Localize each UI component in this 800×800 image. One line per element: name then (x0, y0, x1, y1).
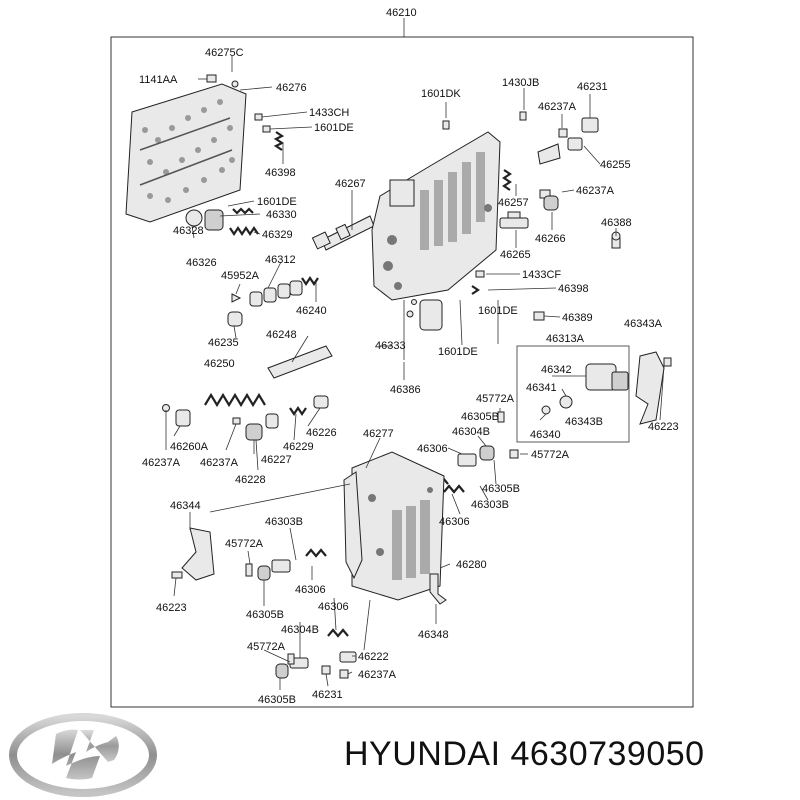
callout-46226: 46226 (306, 427, 337, 439)
callout-46237A-2: 46237A (576, 185, 615, 197)
callout-46237A-4: 46237A (200, 457, 239, 469)
callout-46223-right: 46223 (648, 421, 679, 433)
callout-46237A-5: 46237A (358, 669, 397, 681)
subassembly-46313A-frame (516, 345, 630, 443)
callout-46342: 46342 (541, 364, 572, 376)
callout-46227: 46227 (261, 454, 292, 466)
callout-46267: 46267 (335, 178, 366, 190)
callout-46305B-4: 46305B (258, 694, 296, 706)
callout-46313A: 46313A (546, 333, 585, 345)
solenoid-46313A (541, 363, 629, 415)
callout-45772A-2: 45772A (531, 449, 570, 461)
callout-1430JB: 1430JB (502, 77, 539, 89)
callout-46348: 46348 (418, 629, 449, 641)
brand-part-caption: HYUNDAI 4630739050 (344, 735, 705, 773)
callout-46257: 46257 (498, 197, 529, 209)
callout-1141AA: 1141AA (139, 74, 178, 86)
bolt-1141AA (206, 74, 217, 83)
callout-46343B: 46343B (565, 416, 603, 428)
lower-valve-body (351, 451, 445, 601)
callout-46388: 46388 (601, 217, 632, 229)
callout-45952A: 45952A (221, 270, 260, 282)
callout-45772A-4: 45772A (247, 641, 286, 653)
callout-46306-3: 46306 (295, 584, 326, 596)
callout-46326: 46326 (186, 257, 217, 269)
callout-46305B-2: 46305B (482, 483, 520, 495)
callout-1601DE-3: 1601DE (478, 305, 518, 317)
callout-46277: 46277 (363, 428, 394, 440)
callout-46305B-1: 46305B (461, 411, 499, 423)
callout-46389: 46389 (562, 312, 593, 324)
callout-46210: 46210 (386, 7, 417, 19)
callout-45772A-1: 45772A (476, 393, 515, 405)
callout-45772A-3: 45772A (225, 538, 264, 550)
diagram-frame (110, 36, 694, 708)
callout-46328: 46328 (173, 225, 204, 237)
callout-46222: 46222 (358, 651, 389, 663)
callout-46237A-1: 46237A (538, 101, 577, 113)
callout-1433CH: 1433CH (309, 107, 349, 119)
callout-46231-top: 46231 (577, 81, 608, 93)
callout-46240: 46240 (296, 305, 327, 317)
callout-46306-4: 46306 (318, 601, 349, 613)
callout-46344: 46344 (170, 500, 201, 512)
callout-46265: 46265 (500, 249, 531, 261)
callout-labels: 46210 46275C 1141AA 46276 1601DK 1430JB … (139, 7, 679, 706)
callout-46250: 46250 (204, 358, 235, 370)
callout-46228: 46228 (235, 474, 266, 486)
callout-46398-1: 46398 (265, 167, 296, 179)
callout-46341: 46341 (526, 382, 557, 394)
callout-46231-bottom: 46231 (312, 689, 343, 701)
callout-46223-left: 46223 (156, 602, 187, 614)
hyundai-logo-icon (9, 713, 157, 797)
callout-46260A: 46260A (170, 441, 209, 453)
callout-46237A-3: 46237A (142, 457, 181, 469)
callout-1601DE-4: 1601DE (438, 346, 478, 358)
callout-46276: 46276 (276, 82, 307, 94)
exploded-parts-diagram: 46210 46275C 1141AA 46276 1601DK 1430JB … (110, 7, 694, 708)
callout-46312: 46312 (265, 254, 296, 266)
separator-plate (125, 83, 247, 223)
callout-46398-2: 46398 (558, 283, 589, 295)
callout-46386: 46386 (390, 384, 421, 396)
callout-46304B-2: 46304B (281, 624, 319, 636)
callout-46333: 46333 (375, 340, 406, 352)
callout-46306-1: 46306 (417, 443, 448, 455)
callout-46329: 46329 (262, 229, 293, 241)
callout-46266: 46266 (535, 233, 566, 245)
callout-46303B-1: 46303B (471, 499, 509, 511)
callout-1601DE-2: 1601DE (257, 196, 297, 208)
callout-46275C: 46275C (205, 47, 244, 59)
callout-46235: 46235 (208, 337, 239, 349)
callout-46340: 46340 (530, 429, 561, 441)
valve-46267 (311, 215, 375, 251)
callout-46280: 46280 (456, 559, 487, 571)
upper-valve-body (371, 131, 501, 301)
callout-46305B-3: 46305B (246, 609, 284, 621)
callout-1601DK: 1601DK (421, 88, 461, 100)
callout-46304B-1: 46304B (452, 426, 490, 438)
callout-46229: 46229 (283, 441, 314, 453)
leader-lines (165, 56, 665, 690)
callout-46343A: 46343A (624, 318, 663, 330)
callout-46306-2: 46306 (439, 516, 470, 528)
callout-1433CF: 1433CF (522, 269, 561, 281)
callout-1601DE-1: 1601DE (314, 122, 354, 134)
callout-46330: 46330 (266, 209, 297, 221)
callout-46248: 46248 (266, 329, 297, 341)
callout-46255: 46255 (600, 159, 631, 171)
callout-46303B-2: 46303B (265, 516, 303, 528)
